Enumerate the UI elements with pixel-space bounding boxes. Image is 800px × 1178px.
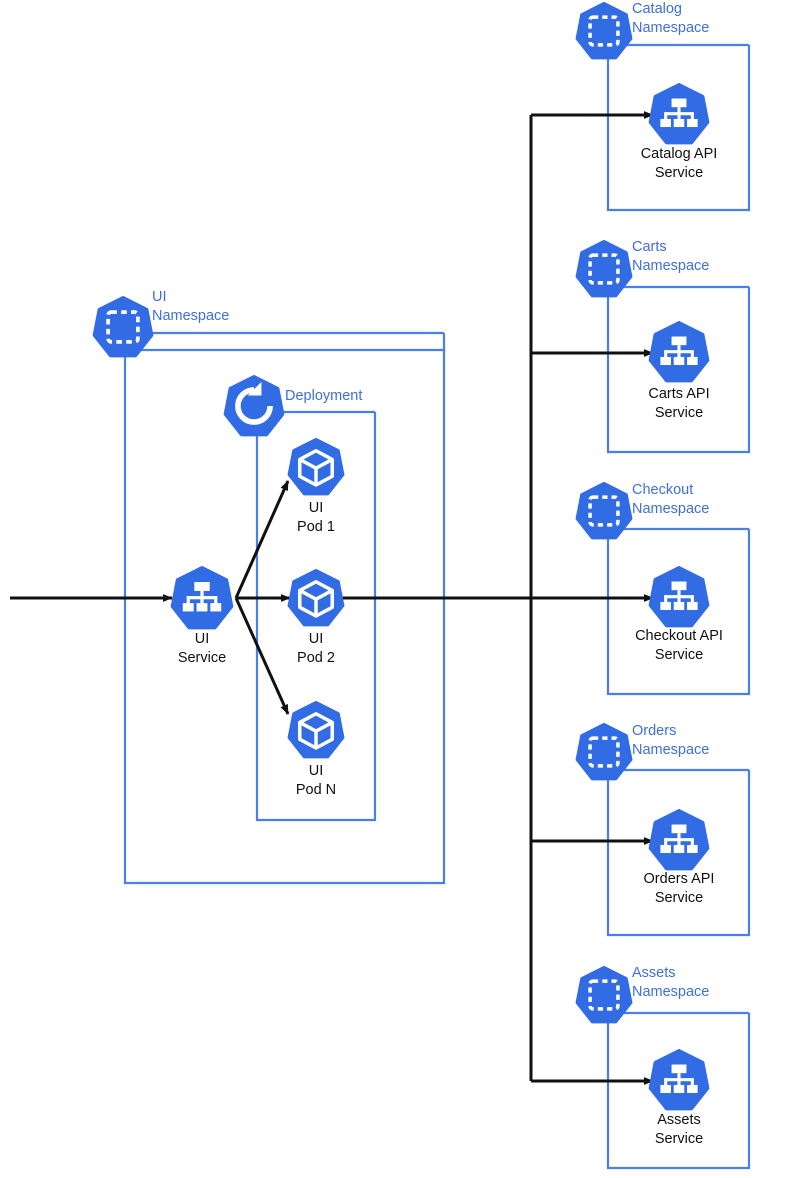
service-to-podn-arrow bbox=[234, 597, 290, 715]
namespace-icon bbox=[575, 482, 633, 540]
service-icon bbox=[648, 809, 710, 871]
ui-pod-n-label: UI Pod N bbox=[295, 763, 337, 798]
ui-pod-1-label: UI Pod 1 bbox=[297, 500, 335, 535]
deployment-label: Deployment bbox=[285, 388, 363, 404]
ui-pod-2-label: UI Pod 2 bbox=[297, 631, 335, 666]
namespace-icon bbox=[575, 723, 633, 781]
assets-service-label: Assets Service bbox=[654, 1112, 704, 1147]
deployment-box bbox=[255, 410, 377, 822]
catalog-namespace-label: Catalog Namespace bbox=[632, 1, 710, 36]
orders-namespace-label: Orders Namespace bbox=[632, 723, 710, 758]
service-icon bbox=[648, 1049, 710, 1111]
namespace-icon bbox=[575, 966, 633, 1024]
pod-icon bbox=[287, 438, 345, 496]
pod-icon bbox=[287, 701, 345, 759]
catalog-namespace-box bbox=[606, 43, 751, 212]
carts-namespace-box bbox=[606, 285, 751, 454]
assets-namespace-box bbox=[606, 1011, 751, 1170]
catalog-api-service-label: Catalog API Service bbox=[640, 146, 718, 181]
namespace-icon bbox=[575, 240, 633, 298]
orders-namespace-box bbox=[606, 768, 751, 937]
service-icon bbox=[648, 83, 710, 145]
ui-namespace-label: UI Namespace bbox=[152, 289, 230, 324]
pod-icon bbox=[287, 569, 345, 627]
service-icon bbox=[648, 566, 710, 628]
namespace-icon bbox=[92, 296, 154, 358]
deployment-icon bbox=[223, 375, 285, 437]
carts-api-service-label: Carts API Service bbox=[648, 386, 710, 421]
carts-namespace-label: Carts Namespace bbox=[632, 239, 710, 274]
ui-service-label: UI Service bbox=[177, 631, 227, 666]
checkout-api-service-label: Checkout API Service bbox=[635, 628, 723, 663]
checkout-namespace-box bbox=[606, 527, 751, 696]
orders-api-service-label: Orders API Service bbox=[643, 871, 715, 906]
service-to-pod1-arrow bbox=[234, 480, 290, 599]
checkout-namespace-label: Checkout Namespace bbox=[632, 482, 710, 517]
service-icon bbox=[648, 321, 710, 383]
assets-namespace-label: Assets Namespace bbox=[632, 965, 710, 1000]
service-icon bbox=[170, 566, 234, 630]
namespace-icon bbox=[575, 2, 633, 60]
